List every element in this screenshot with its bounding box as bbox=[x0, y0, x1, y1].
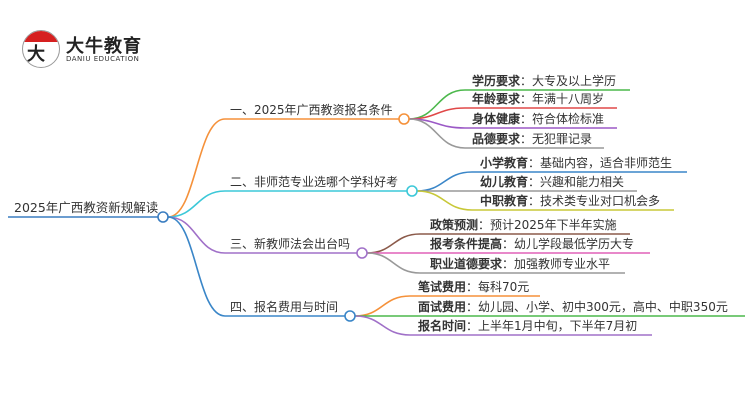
leaf-connector bbox=[354, 315, 411, 336]
branch-collapse-toggle[interactable] bbox=[344, 310, 356, 322]
leaf-value: 兴趣和能力相关 bbox=[540, 175, 625, 189]
leaf-node[interactable]: 年龄要求：年满十八周岁 bbox=[472, 92, 604, 106]
leaf-value: 每科70元 bbox=[478, 280, 530, 294]
leaf-connector bbox=[366, 252, 421, 274]
leaf-separator: ： bbox=[520, 92, 533, 106]
logo-name: 大牛教育 bbox=[66, 36, 142, 57]
leaf-node[interactable]: 笔试费用：每科70元 bbox=[418, 280, 529, 294]
leaf-value: 年满十八周岁 bbox=[532, 92, 605, 106]
leaf-separator: ： bbox=[478, 218, 491, 232]
leaf-key: 中职教育 bbox=[480, 194, 529, 208]
leaf-key: 笔试费用 bbox=[418, 280, 467, 294]
branch-node-label[interactable]: 四、报名费用与时间 bbox=[230, 300, 339, 314]
leaf-separator: ： bbox=[528, 194, 541, 208]
leaf-key: 面试费用 bbox=[418, 300, 467, 314]
leaf-value: 加强教师专业水平 bbox=[514, 257, 611, 271]
leaf-value: 符合体检标准 bbox=[532, 112, 605, 126]
leaf-node[interactable]: 身体健康：符合体检标准 bbox=[472, 112, 604, 126]
leaf-node[interactable]: 职业道德要求：加强教师专业水平 bbox=[430, 257, 610, 271]
leaf-connector bbox=[408, 89, 466, 120]
branch-collapse-toggle[interactable] bbox=[398, 113, 410, 125]
leaf-separator: ： bbox=[466, 300, 479, 314]
leaf-node[interactable]: 幼儿教育：兴趣和能力相关 bbox=[480, 175, 624, 189]
leaf-value: 幼儿园、小学、初中300元，高中、中职350元 bbox=[478, 300, 728, 314]
root-collapse-toggle[interactable] bbox=[157, 211, 169, 223]
leaf-connector bbox=[408, 118, 466, 149]
leaf-key: 学历要求 bbox=[472, 74, 521, 88]
branch-connector bbox=[167, 216, 226, 254]
leaf-value: 技术类专业对口机会多 bbox=[540, 194, 661, 208]
leaf-separator: ： bbox=[528, 175, 541, 189]
leaf-value: 大专及以上学历 bbox=[532, 74, 617, 88]
leaf-node[interactable]: 学历要求：大专及以上学历 bbox=[472, 74, 616, 88]
branch-node-label[interactable]: 二、非师范专业选哪个学科好考 bbox=[230, 175, 399, 189]
logo-mark: 大牛 bbox=[22, 30, 60, 68]
leaf-connector bbox=[416, 190, 473, 211]
branch-node-label[interactable]: 一、2025年广西教资报名条件 bbox=[230, 103, 393, 117]
leaf-connector bbox=[366, 233, 421, 254]
logo: 大牛 大牛教育 DANIU EDUCATION bbox=[22, 30, 162, 70]
leaf-separator: ： bbox=[520, 74, 533, 88]
leaf-node[interactable]: 品德要求：无犯罪记录 bbox=[472, 132, 592, 146]
leaf-separator: ： bbox=[466, 319, 479, 333]
leaf-node[interactable]: 报名时间：上半年1月中旬，下半年7月初 bbox=[418, 319, 637, 333]
leaf-node[interactable]: 面试费用：幼儿园、小学、初中300元，高中、中职350元 bbox=[418, 300, 728, 314]
branch-collapse-toggle[interactable] bbox=[406, 185, 418, 197]
leaf-node[interactable]: 小学教育：基础内容，适合非师范生 bbox=[480, 156, 672, 170]
leaf-key: 报考条件提高 bbox=[430, 237, 503, 251]
leaf-key: 年龄要求 bbox=[472, 92, 521, 106]
leaf-key: 政策预测 bbox=[430, 218, 479, 232]
leaf-separator: ： bbox=[502, 257, 515, 271]
leaf-separator: ： bbox=[466, 280, 479, 294]
branch-connector bbox=[167, 190, 226, 218]
leaf-key: 小学教育 bbox=[480, 156, 529, 170]
leaf-key: 报名时间 bbox=[418, 319, 467, 333]
leaf-value: 基础内容，适合非师范生 bbox=[540, 156, 673, 170]
leaf-node[interactable]: 中职教育：技术类专业对口机会多 bbox=[480, 194, 660, 208]
branch-connector bbox=[167, 118, 226, 218]
leaf-value: 无犯罪记录 bbox=[532, 132, 593, 146]
leaf-key: 品德要求 bbox=[472, 132, 521, 146]
logo-subtitle: DANIU EDUCATION bbox=[66, 55, 140, 63]
branch-collapse-toggle[interactable] bbox=[356, 247, 368, 259]
leaf-separator: ： bbox=[520, 112, 533, 126]
leaf-connector bbox=[354, 295, 411, 317]
leaf-key: 身体健康 bbox=[472, 112, 521, 126]
leaf-value: 上半年1月中旬，下半年7月初 bbox=[478, 319, 638, 333]
leaf-separator: ： bbox=[502, 237, 515, 251]
leaf-separator: ： bbox=[520, 132, 533, 146]
leaf-value: 预计2025年下半年实施 bbox=[490, 218, 617, 232]
leaf-key: 职业道德要求 bbox=[430, 257, 503, 271]
leaf-node[interactable]: 报考条件提高：幼儿学段最低学历大专 bbox=[430, 237, 634, 251]
leaf-node[interactable]: 政策预测：预计2025年下半年实施 bbox=[430, 218, 617, 232]
root-node-label[interactable]: 2025年广西教资新规解读 bbox=[14, 200, 159, 215]
leaf-value: 幼儿学段最低学历大专 bbox=[514, 237, 635, 251]
branch-node-label[interactable]: 三、新教师法会出台吗 bbox=[230, 237, 351, 251]
leaf-connector bbox=[416, 171, 473, 192]
leaf-separator: ： bbox=[528, 156, 541, 170]
branch-connector bbox=[167, 216, 226, 317]
leaf-key: 幼儿教育 bbox=[480, 175, 529, 189]
